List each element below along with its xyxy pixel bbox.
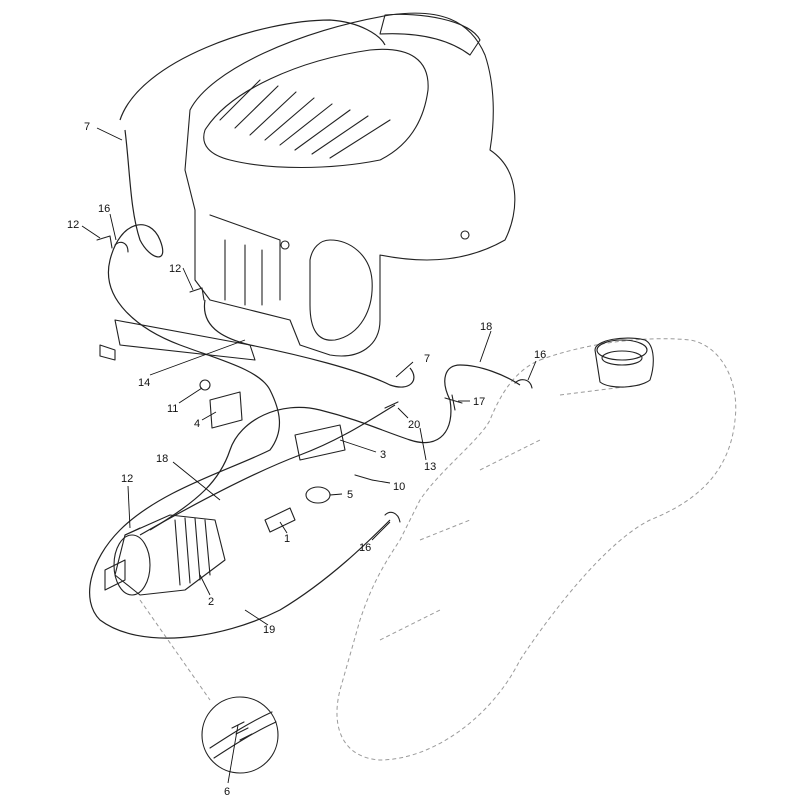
hose-part-13 [149,399,452,531]
clip-part-12-lower [124,527,141,536]
fuel-tank [336,337,737,761]
clamp-part-16-upper [114,241,129,253]
hose-part-18-lower [139,404,396,536]
callout-1: 1 [284,533,290,545]
callout-13: 13 [424,461,436,473]
hose-detail-inset [139,599,279,774]
callout-7-right: 7 [424,353,430,365]
callout-16-lower: 16 [359,542,371,554]
callout-labels: 7 12 16 12 14 7 18 16 17 20 11 4 3 13 10… [67,121,546,798]
callout-12-middle: 12 [169,263,181,275]
callout-4: 4 [194,418,200,430]
callout-14: 14 [138,377,150,389]
clamp-part-16-lower [384,511,401,523]
leader-lines [81,127,537,784]
clip-part-12-upper [96,235,113,249]
callout-16-tank: 16 [534,349,546,361]
fitting-part-20 [384,401,399,409]
engine-assembly [99,12,516,361]
nut-part-11 [199,379,211,391]
callout-20: 20 [408,419,420,431]
fitting-parts [96,235,533,536]
clamp-part-16-tank [514,379,533,389]
callout-18-lower: 18 [156,453,168,465]
callout-12-lower: 12 [121,473,133,485]
callout-6: 6 [224,786,230,798]
hose-part-19 [89,129,391,639]
callout-3: 3 [380,449,386,461]
callout-12-left: 12 [67,219,79,231]
callout-5: 5 [347,489,353,501]
callout-17: 17 [473,396,485,408]
vent-part-5 [305,486,331,504]
hose-part-7-lower [203,299,415,388]
callout-2: 2 [208,596,214,608]
callout-7-top: 7 [84,121,90,133]
bracket-part-3 [294,424,346,461]
filter-part-1 [264,507,296,533]
callout-10: 10 [393,481,405,493]
charcoal-canister [104,514,226,596]
hose-part-7-upper [119,19,386,121]
tee-fitting-part-17 [444,394,463,411]
hose-lines [89,19,521,639]
bolt-part-10 [354,474,373,481]
hose-part-18-upper [444,364,521,401]
bracket-part-4 [209,391,243,429]
callout-18-upper: 18 [480,321,492,333]
callout-11: 11 [167,403,178,415]
clip-part-12-middle [189,287,205,301]
callout-16-upper: 16 [98,203,110,215]
callout-19: 19 [263,624,275,636]
